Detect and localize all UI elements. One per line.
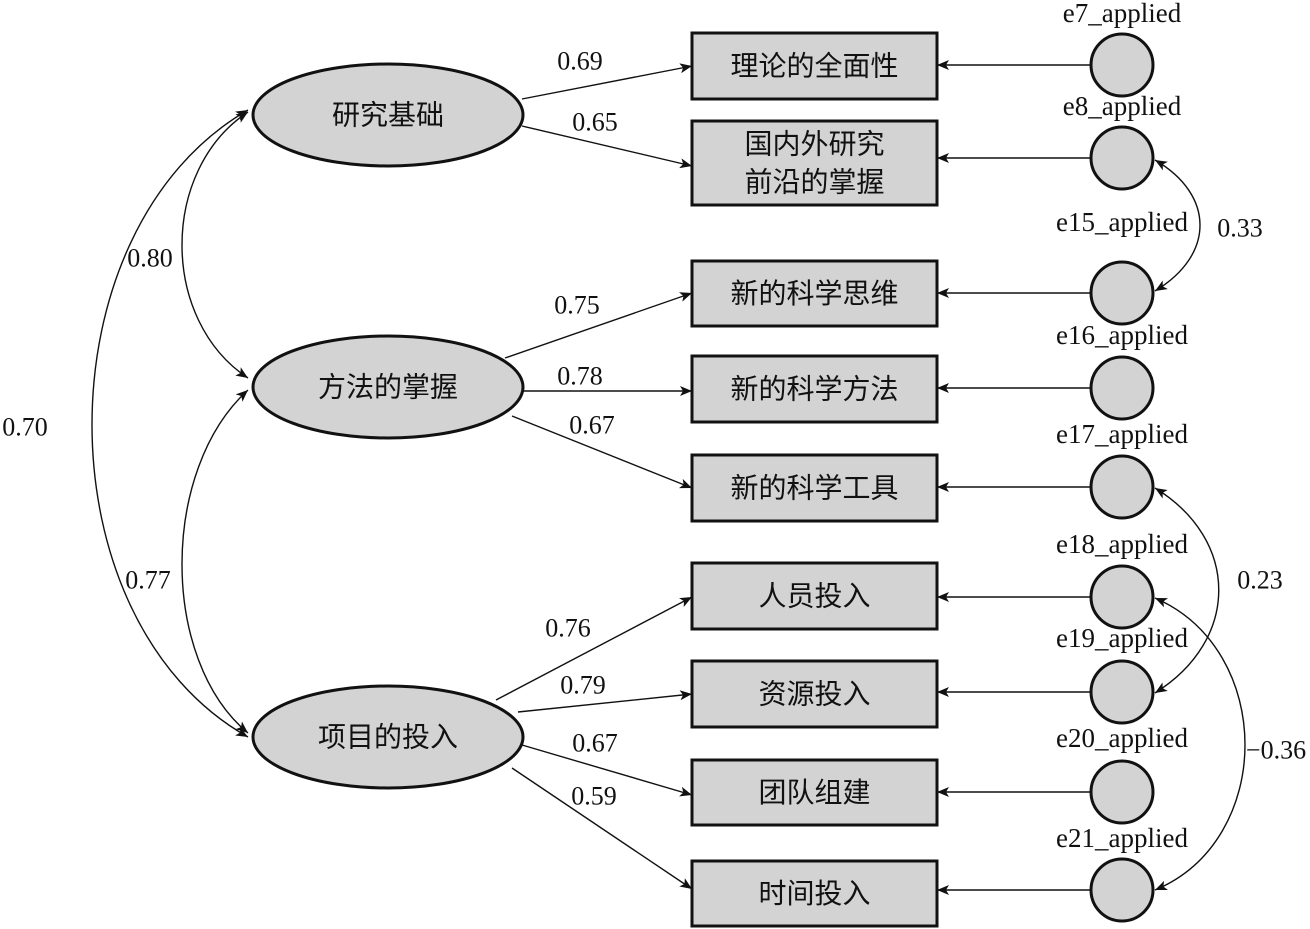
factor-correlation-arc bbox=[91, 109, 249, 738]
error-label: e16_applied bbox=[1056, 320, 1188, 350]
error-circle-e21_applied bbox=[1089, 857, 1155, 923]
indicator-box-i9 bbox=[690, 859, 939, 928]
correlation-value: 0.80 bbox=[127, 244, 173, 273]
error-label: e8_applied bbox=[1063, 91, 1182, 121]
factor-correlation-arc bbox=[181, 111, 249, 379]
loading-value: 0.76 bbox=[545, 614, 591, 643]
error-covariance-arc bbox=[1154, 597, 1246, 891]
correlation-value: 0.77 bbox=[125, 566, 171, 595]
error-circle-e7_applied bbox=[1089, 32, 1155, 98]
loading-arrow bbox=[521, 744, 693, 797]
indicator-label: 时间投入 bbox=[758, 877, 870, 910]
error-circle-e20_applied bbox=[1089, 759, 1155, 825]
factor-correlation-arc bbox=[181, 389, 249, 734]
loading-arrow bbox=[521, 63, 693, 100]
loading-arrow bbox=[517, 690, 693, 713]
indicator-box-i5 bbox=[690, 453, 939, 523]
error-label: e21_applied bbox=[1056, 823, 1188, 853]
loading-value: 0.78 bbox=[557, 362, 603, 391]
indicator-label: 国内外研究 bbox=[744, 128, 884, 161]
latent-factor-method bbox=[251, 334, 525, 440]
error-circle-e19_applied bbox=[1089, 659, 1155, 725]
loading-arrow bbox=[511, 415, 693, 489]
covariance-value: 0.33 bbox=[1217, 214, 1263, 243]
indicator-box-i1 bbox=[690, 31, 939, 101]
correlation-value: 0.70 bbox=[2, 413, 48, 442]
error-label: e20_applied bbox=[1056, 723, 1188, 753]
error-label: e17_applied bbox=[1056, 419, 1188, 449]
indicator-label: 人员投入 bbox=[758, 580, 870, 613]
error-label: e18_applied bbox=[1056, 529, 1188, 559]
loading-value: 0.75 bbox=[554, 291, 600, 320]
indicator-label: 资源投入 bbox=[758, 678, 870, 711]
loading-value: 0.69 bbox=[557, 47, 603, 76]
loading-arrow bbox=[521, 125, 693, 169]
error-circle-e17_applied bbox=[1089, 454, 1155, 520]
latent-factor-label: 研究基础 bbox=[332, 99, 444, 132]
indicator-box-i2 bbox=[690, 119, 939, 207]
error-circle-e16_applied bbox=[1089, 355, 1155, 421]
error-label: e15_applied bbox=[1056, 207, 1188, 237]
error-covariance-arc bbox=[1154, 159, 1201, 292]
loading-value: 0.67 bbox=[569, 411, 615, 440]
error-circle-e18_applied bbox=[1089, 564, 1155, 630]
indicator-label: 团队组建 bbox=[758, 776, 870, 809]
indicator-label: 新的科学方法 bbox=[730, 373, 898, 406]
edges-layer bbox=[91, 60, 1246, 895]
indicator-box-i8 bbox=[690, 758, 939, 827]
indicator-label: 前沿的掌握 bbox=[744, 166, 884, 199]
indicator-label: 理论的全面性 bbox=[730, 50, 898, 83]
latent-factor-label: 项目的投入 bbox=[318, 721, 458, 754]
indicator-box-i3 bbox=[690, 259, 939, 328]
covariance-value: 0.23 bbox=[1237, 566, 1283, 595]
latent-factor-invest bbox=[251, 684, 525, 790]
loading-arrow bbox=[511, 767, 693, 890]
error-circle-e8_applied bbox=[1089, 125, 1155, 191]
indicator-label: 新的科学思维 bbox=[730, 277, 898, 310]
indicator-box-i4 bbox=[690, 354, 939, 424]
loading-arrow bbox=[504, 292, 693, 359]
error-label: e7_applied bbox=[1063, 0, 1182, 28]
loading-value: 0.79 bbox=[560, 671, 606, 700]
loading-value: 0.65 bbox=[572, 108, 618, 137]
error-covariance-arc bbox=[1154, 487, 1220, 694]
latent-factor-research bbox=[251, 62, 525, 168]
indicator-box-i7 bbox=[690, 659, 939, 729]
loading-value: 0.67 bbox=[572, 729, 618, 758]
error-circle-e15_applied bbox=[1089, 260, 1155, 326]
loading-arrow bbox=[495, 596, 693, 701]
loading-value: 0.59 bbox=[571, 782, 617, 811]
labels-layer: 0.69 e7_applied 0.65 e8_applied 0.75 e15_appl… bbox=[2, 0, 1306, 853]
indicator-box-i6 bbox=[690, 561, 939, 631]
covariance-value: −0.36 bbox=[1246, 736, 1306, 765]
error-label: e19_applied bbox=[1056, 623, 1188, 653]
latent-factor-label: 方法的掌握 bbox=[318, 371, 458, 404]
indicator-label: 新的科学工具 bbox=[730, 472, 898, 505]
